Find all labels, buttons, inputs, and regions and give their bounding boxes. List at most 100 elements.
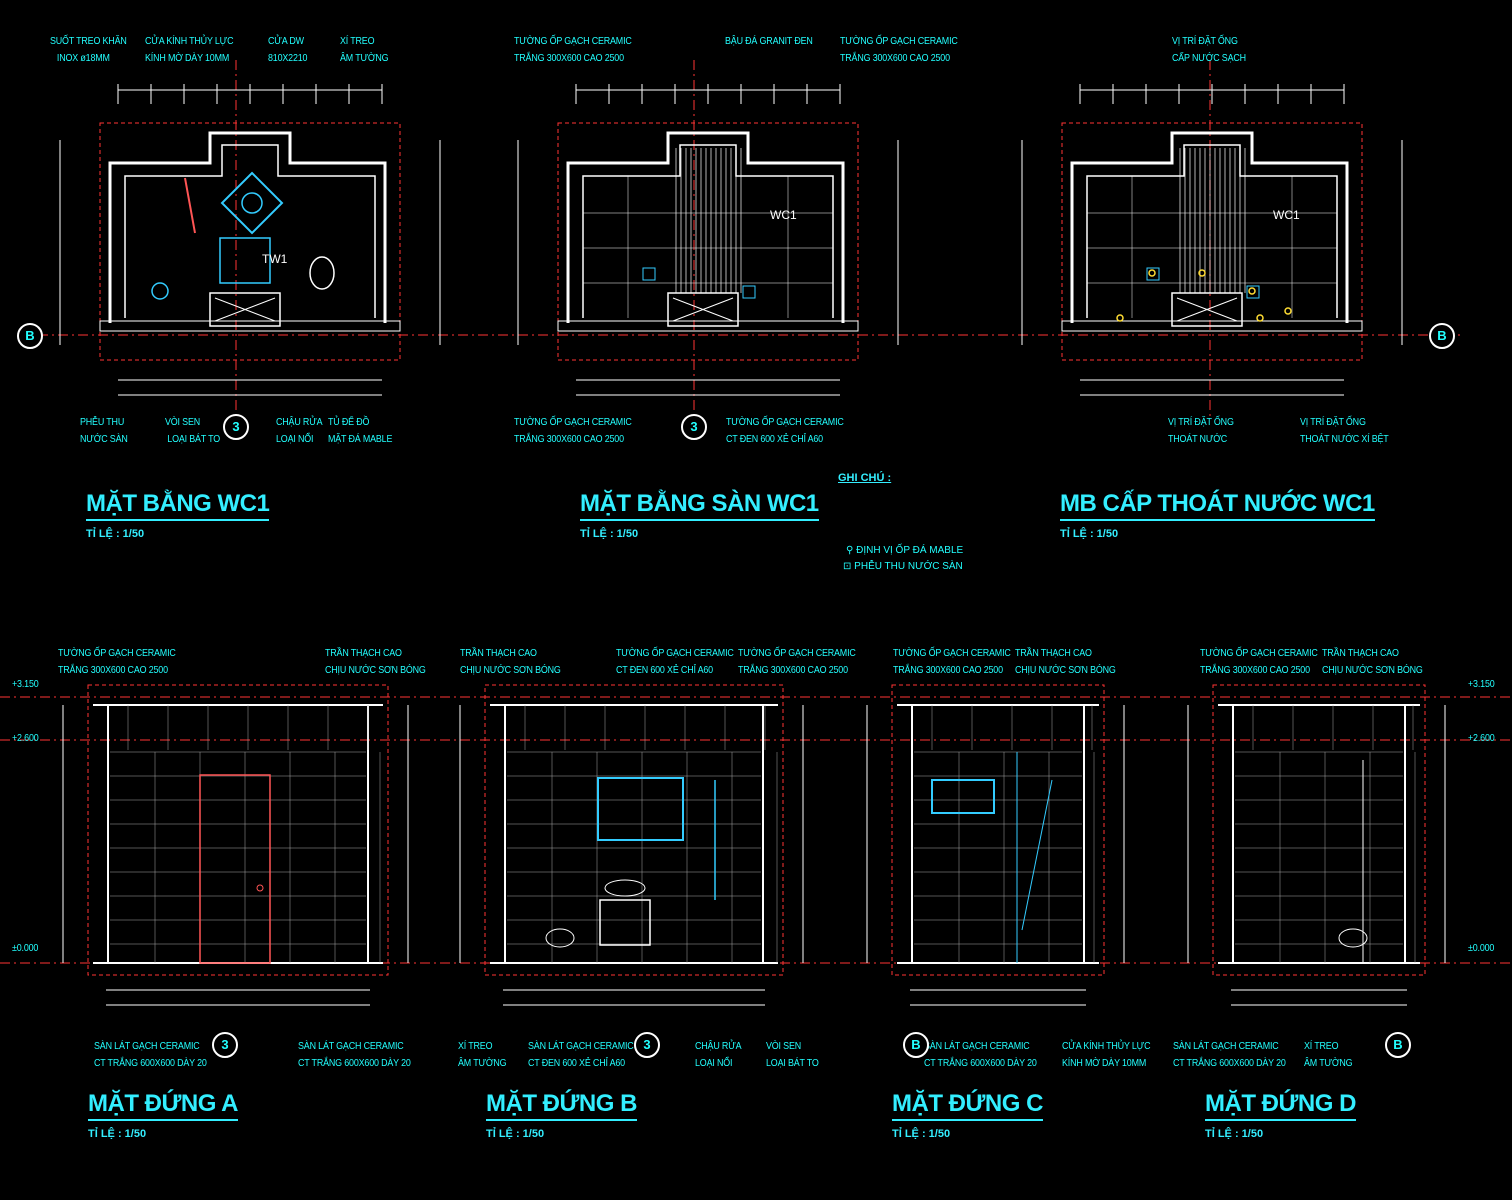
plan3-scale: TỈ LỆ : 1/50 — [1060, 528, 1119, 540]
elevA-scale: TỈ LỆ : 1/50 — [88, 1128, 147, 1140]
axis-bubble-b-right: B — [1429, 323, 1455, 349]
elevA-callout-wall: TƯỜNG ỐP GẠCH CERAMIC TRẮNG 300X600 CAO … — [58, 647, 176, 676]
plan2-callout-wall-left: TƯỜNG ỐP GẠCH CERAMIC TRẮNG 300X600 CAO … — [514, 35, 632, 64]
plan-outline — [1061, 122, 1363, 361]
plan2-callout-wall-right: TƯỜNG ỐP GẠCH CERAMIC TRẮNG 300X600 CAO … — [840, 35, 958, 64]
plan1-callout-shower: VÒI SEN LOẠI BÁT TO — [165, 416, 221, 445]
pipe-point-icon — [1116, 314, 1124, 322]
elevD-callout-wall: TƯỜNG ỐP GẠCH CERAMIC TRẮNG 300X600 CAO … — [1200, 647, 1318, 676]
vanity — [599, 899, 651, 946]
cabinet-cross — [214, 297, 276, 322]
axis-bubble-b-left: B — [17, 323, 43, 349]
notes-title: GHI CHÚ : — [838, 472, 892, 484]
pipe-point-icon — [1198, 269, 1206, 277]
legend-drain-label: PHỄU THU NƯỚC SÀN — [854, 561, 963, 572]
elevation-outline — [1212, 684, 1426, 976]
elevC-callout-floor: SÀN LÁT GẠCH CERAMIC CT TRẮNG 600X600 DÀ… — [924, 1040, 1037, 1069]
elevB-callout-basin: CHẬU RỬA LOẠI NỔI — [695, 1040, 742, 1069]
mirror — [597, 777, 684, 841]
elevD-scale: TỈ LỆ : 1/50 — [1205, 1128, 1264, 1140]
cabinet-cross — [1176, 297, 1238, 322]
axis-bubble-b-elevD: B — [1385, 1032, 1411, 1058]
elevC-title: MẶT ĐỨNG C — [892, 1090, 1043, 1121]
plan3-room-label: WC1 — [1273, 208, 1300, 222]
wall — [566, 131, 845, 323]
elevD-callout-toilet: XÍ TREO ÂM TƯỜNG — [1304, 1040, 1353, 1069]
fixture — [241, 192, 263, 214]
elevB-title: MẶT ĐỨNG B — [486, 1090, 637, 1121]
plan2-room-label: WC1 — [770, 208, 797, 222]
plan3-callout-supply: VỊ TRÍ ĐẶT ỐNG CẤP NƯỚC SẠCH — [1172, 35, 1246, 64]
wall — [1070, 131, 1349, 323]
level-floor-left: ±0.000 — [12, 942, 39, 954]
legend-marble: ⚲ ĐỊNH VỊ ỐP ĐÁ MABLE — [846, 545, 963, 556]
elevD-callout-floor: SÀN LÁT GẠCH CERAMIC CT TRẮNG 600X600 DÀ… — [1173, 1040, 1286, 1069]
floor-drain-icon: ⊡ — [843, 561, 855, 572]
toilet — [545, 928, 575, 948]
axis-bubble-b-elevC: B — [903, 1032, 929, 1058]
plan1-callout-door: CỬA DW 810X2210 — [268, 35, 308, 64]
plan1-title: MẶT BẰNG WC1 — [86, 490, 270, 521]
toilet — [309, 256, 335, 290]
elevA-callout-ceiling: TRẦN THẠCH CAO CHỊU NƯỚC SƠN BÓNG — [325, 647, 426, 676]
elevC-callout-ceiling: TRẦN THẠCH CAO CHỊU NƯỚC SƠN BÓNG — [1015, 647, 1116, 676]
floor-slab — [557, 320, 859, 332]
elevD-title: MẶT ĐỨNG D — [1205, 1090, 1356, 1121]
cabinet — [209, 292, 281, 327]
level-false-ceiling-right: +2.600 — [1468, 732, 1495, 744]
elevB-callout-wall-black: TƯỜNG ỐP GẠCH CERAMIC CT ĐEN 600 XẺ CHỈ … — [616, 647, 734, 676]
plan1-scale: TỈ LỆ : 1/50 — [86, 528, 145, 540]
cabinet-cross — [672, 297, 734, 322]
level-ceiling-left: +3.150 — [12, 678, 39, 690]
plan1-callout-toilet: XÍ TREO ÂM TƯỜNG — [340, 35, 389, 64]
wall — [108, 131, 387, 323]
elevA-title: MẶT ĐỨNG A — [88, 1090, 239, 1121]
floor-drain-icon — [642, 267, 656, 281]
floor-drain-icon — [1246, 285, 1260, 299]
axis-bubble-3-plan1: 3 — [223, 414, 249, 440]
elevC-callout-wall: TƯỜNG ỐP GẠCH CERAMIC TRẮNG 300X600 CAO … — [893, 647, 1011, 676]
plan1-callout-glass-door: CỬA KÍNH THỦY LỰC KÍNH MỜ DÀY 10MM — [145, 35, 234, 64]
legend-marble-label: ĐỊNH VỊ ỐP ĐÁ MABLE — [856, 545, 964, 556]
cabinet — [667, 292, 739, 327]
pipe-point-icon — [1256, 314, 1264, 322]
plan3-callout-drain: VỊ TRÍ ĐẶT ỐNG THOÁT NƯỚC — [1168, 416, 1234, 445]
elevB-callout-ceiling: TRẦN THẠCH CAO CHỊU NƯỚC SƠN BÓNG — [460, 647, 561, 676]
level-ceiling-right: +3.150 — [1468, 678, 1495, 690]
plan-outline — [99, 122, 401, 361]
level-floor-right: ±0.000 — [1468, 942, 1495, 954]
plan2-callout-wall-bottom-right: TƯỜNG ỐP GẠCH CERAMIC CT ĐEN 600 XẺ CHỈ … — [726, 416, 844, 445]
elevA-callout-floor-right: SÀN LÁT GẠCH CERAMIC CT TRẮNG 600X600 DÀ… — [298, 1040, 411, 1069]
plan3-callout-toilet-drain: VỊ TRÍ ĐẶT ỐNG THOÁT NƯỚC XÍ BỆT — [1300, 416, 1389, 445]
wall-inner — [1086, 144, 1338, 318]
plan2-callout-wall-bottom-left: TƯỜNG ỐP GẠCH CERAMIC TRẮNG 300X600 CAO … — [514, 416, 632, 445]
cabinet — [1171, 292, 1243, 327]
floor-slab — [1061, 320, 1363, 332]
level-false-ceiling-left: +2.600 — [12, 732, 39, 744]
elevB-callout-shower: VÒI SEN LOẠI BÁT TO — [766, 1040, 819, 1069]
elevation-outline — [484, 684, 784, 976]
elevB-callout-wall-white: TƯỜNG ỐP GẠCH CERAMIC TRẮNG 300X600 CAO … — [738, 647, 856, 676]
elevA-callout-floor-left: SÀN LÁT GẠCH CERAMIC CT TRẮNG 600X600 DÀ… — [94, 1040, 207, 1069]
elevB-scale: TỈ LỆ : 1/50 — [486, 1128, 545, 1140]
pipe-point-icon — [1148, 269, 1156, 277]
glass-door — [184, 177, 196, 234]
plan1-callout-towel-bar: SUỐT TREO KHĂN INOX ø18MM — [50, 35, 127, 64]
elevation-outline — [87, 684, 389, 976]
axis-bubble-3-plan2: 3 — [681, 414, 707, 440]
pipe-point-icon — [1248, 287, 1256, 295]
plan-outline — [557, 122, 859, 361]
marble-marker-icon: ⚲ — [846, 545, 857, 556]
floor-drain-icon — [742, 285, 756, 299]
elevB-callout-floor: SÀN LÁT GẠCH CERAMIC CT ĐEN 600 XẺ CHỈ A… — [528, 1040, 634, 1069]
plan1-callout-cabinet: TỦ ĐỂ ĐỒ MẶT ĐÁ MABLE — [328, 416, 393, 445]
pipe-point-icon — [1284, 307, 1292, 315]
shower-tray — [220, 171, 284, 235]
wall-inner — [582, 144, 834, 318]
plan3-title: MB CẤP THOÁT NƯỚC WC1 — [1060, 490, 1375, 521]
plan2-callout-granite: BẬU ĐÁ GRANIT ĐEN — [725, 35, 813, 47]
basin — [219, 237, 271, 284]
basin — [604, 879, 646, 897]
door — [199, 774, 271, 964]
